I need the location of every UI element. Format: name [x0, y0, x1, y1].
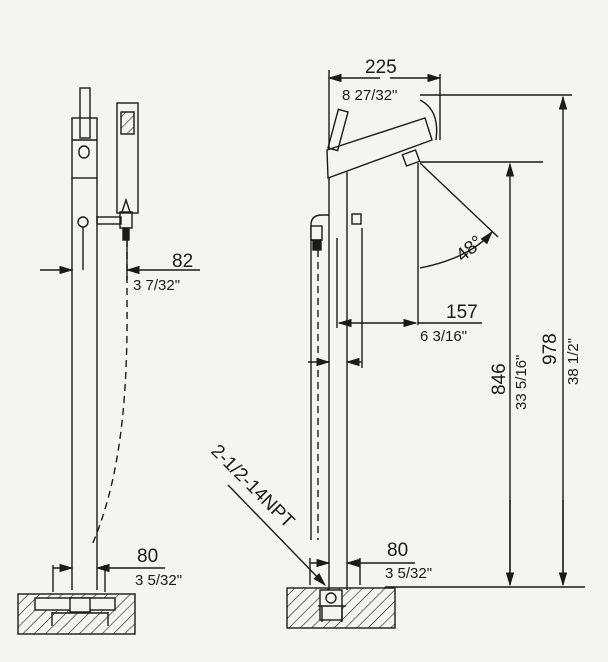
dim-225-mm: 225	[365, 57, 397, 78]
handle-lever	[79, 87, 91, 139]
front-view	[17, 87, 200, 635]
dim-82-mm: 82	[172, 251, 193, 272]
hose-dashed	[91, 240, 128, 546]
spout-arm	[326, 117, 433, 179]
knob	[78, 145, 90, 159]
faucet-body-top	[71, 117, 98, 179]
dim-978-inch: 38 1/2"	[565, 338, 582, 385]
dim-82-inch: 3 7/32"	[133, 277, 180, 294]
dim-846-inch: 33 5/16"	[513, 355, 530, 410]
dim-157-inch: 6 3/16"	[420, 328, 467, 345]
spout-outlet	[401, 149, 421, 167]
diverter-knob	[77, 216, 89, 228]
hand-shower-side	[327, 108, 349, 152]
dim-225-inch: 8 27/32"	[342, 87, 397, 104]
shower-spray-face	[120, 111, 135, 135]
hand-shower	[116, 102, 139, 214]
dim-80-front-inch: 3 5/32"	[135, 572, 182, 589]
dim-80-side-mm: 80	[387, 540, 408, 561]
dim-978-mm: 978	[540, 333, 561, 365]
dim-157-mm: 157	[446, 302, 478, 323]
dim-80-front-mm: 80	[137, 546, 158, 567]
thread-callout: 2-1/2-14NPT	[206, 441, 298, 533]
side-view	[227, 70, 585, 629]
dim-846-mm: 846	[489, 363, 510, 395]
dim-80-side-inch: 3 5/32"	[385, 565, 432, 582]
dim-48-deg: 48°	[452, 232, 488, 267]
